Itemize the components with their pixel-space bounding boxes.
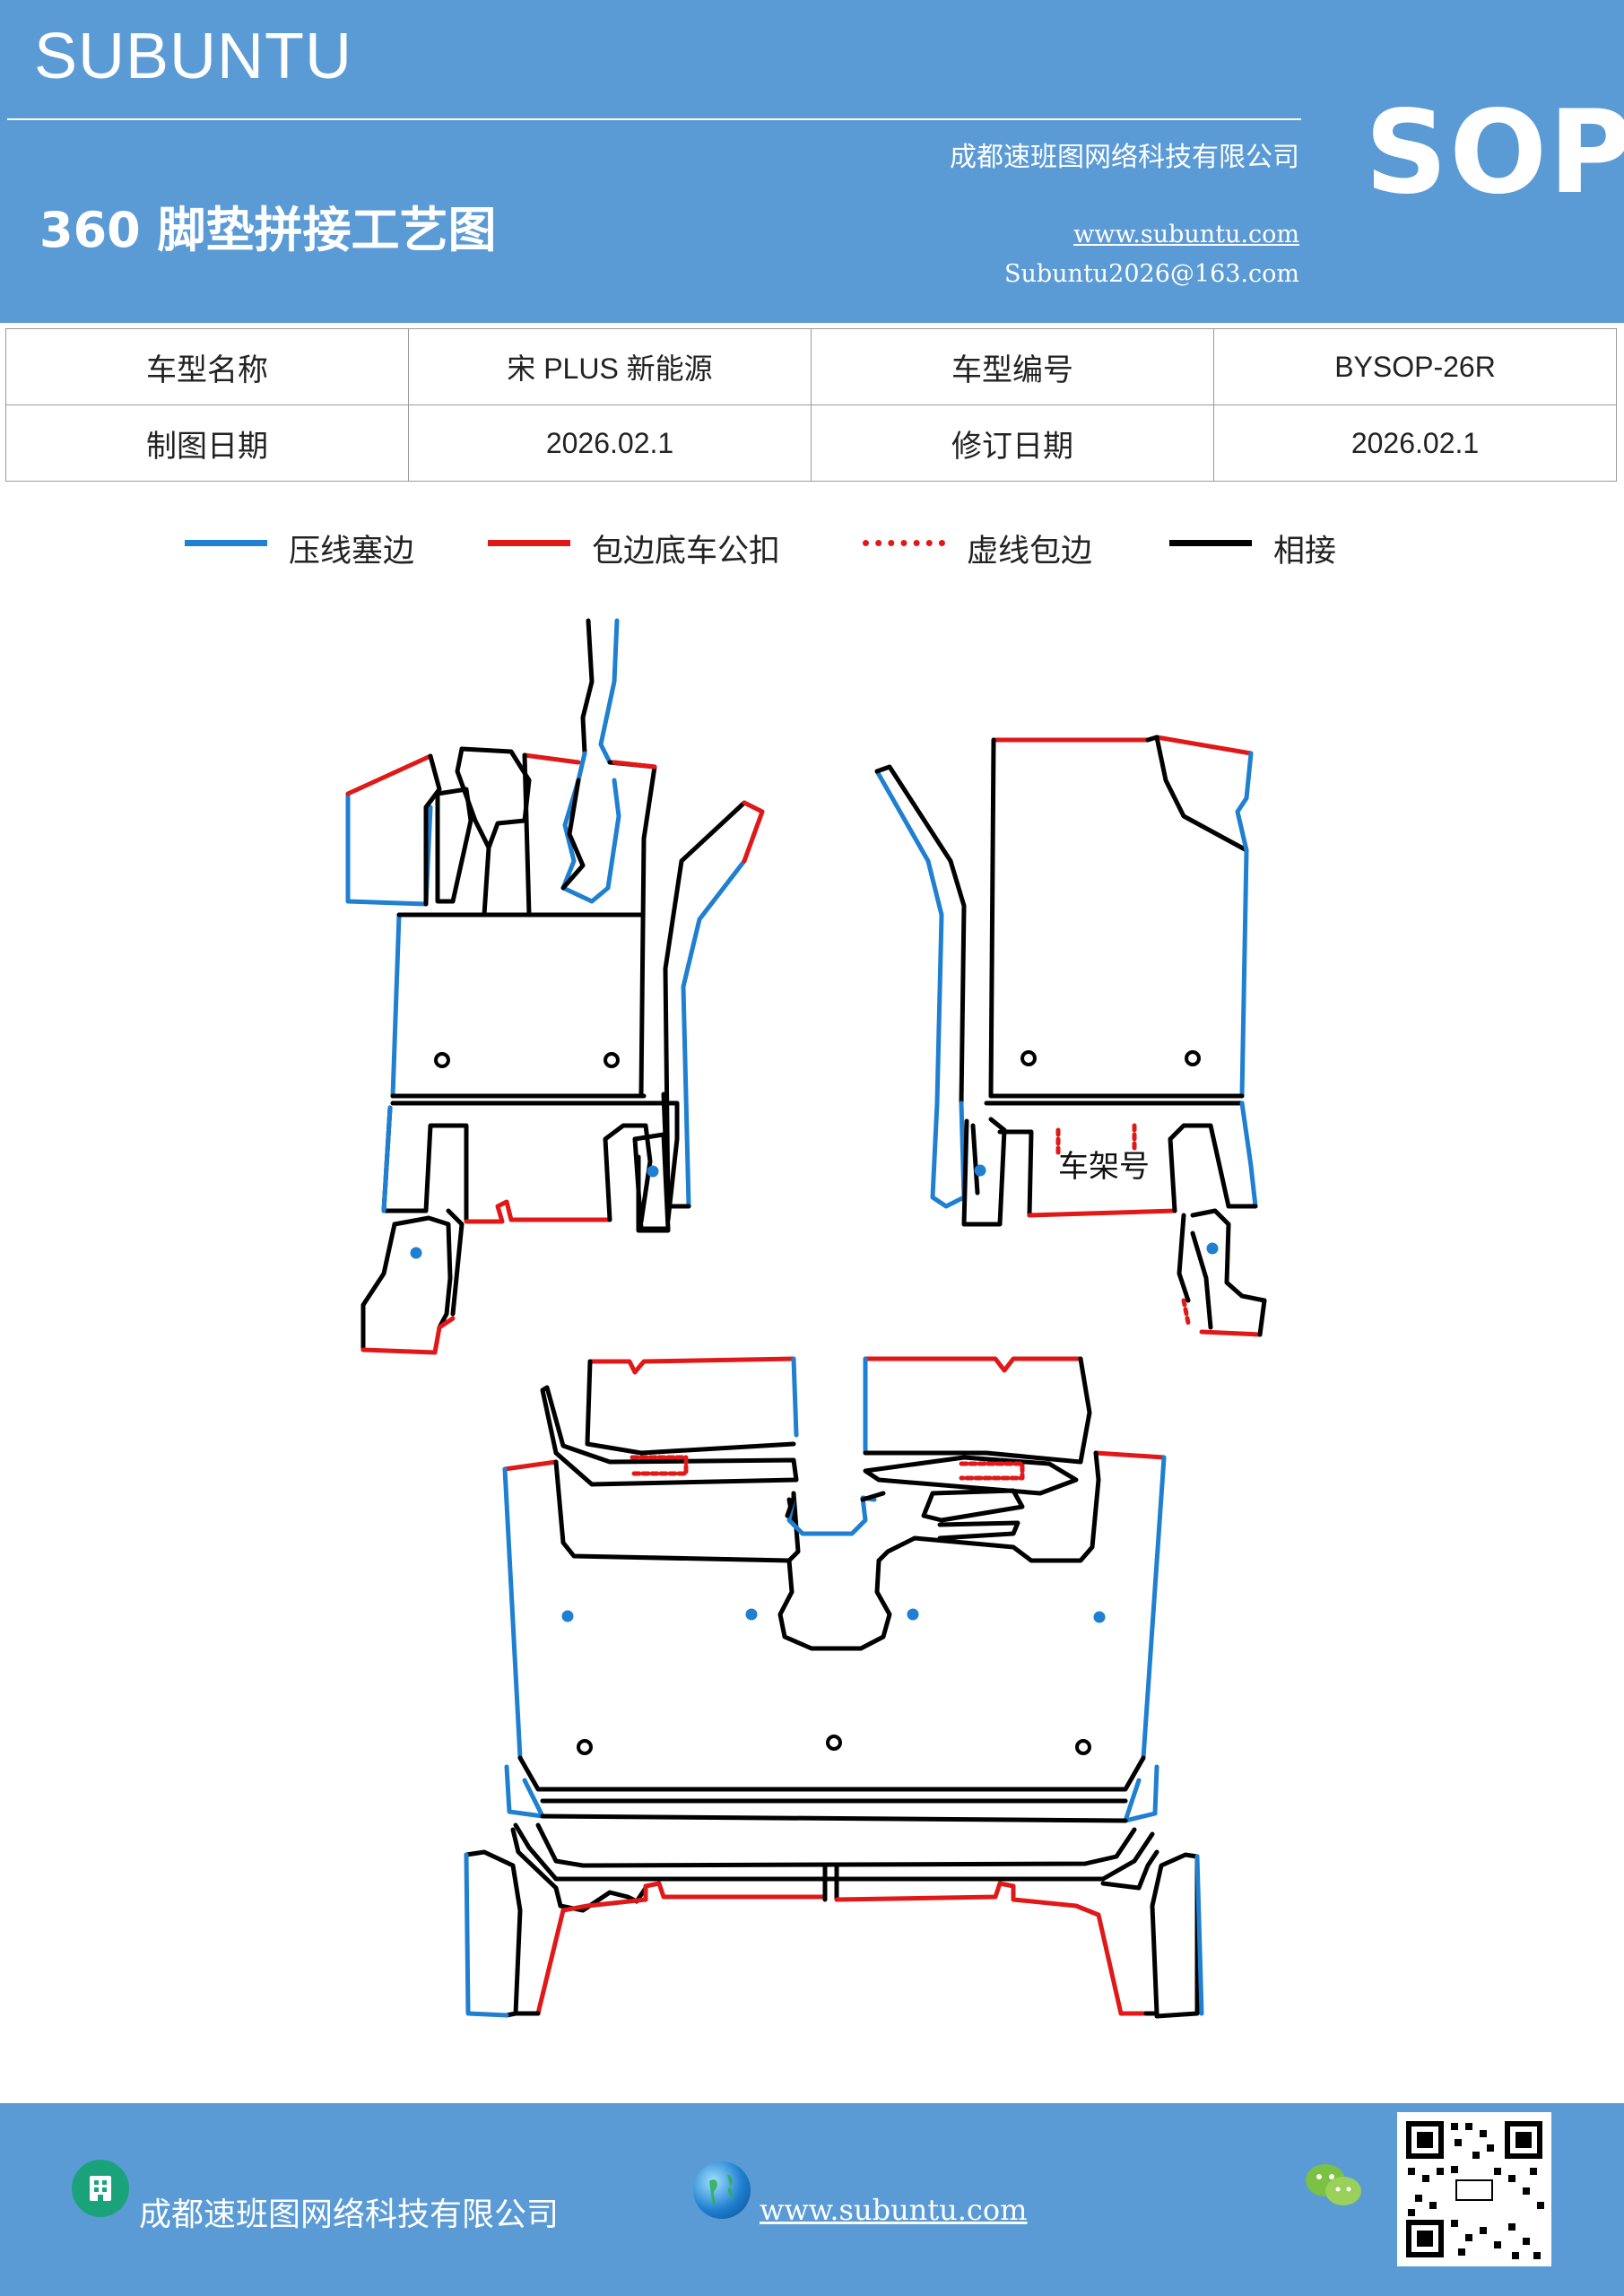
legend-swatch [488, 540, 570, 546]
footer-company: 成都速班图网络科技有限公司 [139, 2196, 560, 2233]
table-cell: BYSOP-26R [1213, 328, 1617, 405]
legend-label: 压线塞边 [289, 534, 415, 570]
table-row: 车型名称 宋 PLUS 新能源 车型编号 BYSOP-26R [5, 328, 1617, 405]
table-cell: 车型名称 [5, 328, 409, 405]
frame-number-label: 车架号 [1058, 1149, 1150, 1185]
footer-website-link[interactable]: www.subuntu.com [760, 2193, 1028, 2227]
line-legend: 压线塞边 包边底车公扣 虚线包边 相接 [0, 520, 1624, 574]
table-cell: 修订日期 [811, 404, 1214, 482]
legend-label: 包边底车公扣 [592, 534, 781, 570]
brand-name: SUBUNTU [34, 21, 353, 92]
driver-mat [345, 618, 765, 1355]
table-cell: 2026.02.1 [408, 404, 812, 482]
website-link[interactable]: www.subuntu.com [1073, 221, 1299, 248]
building-icon [72, 2160, 129, 2217]
table-cell: 宋 PLUS 新能源 [408, 328, 812, 405]
legend-label: 相接 [1273, 534, 1337, 570]
legend-label: 虚线包边 [967, 534, 1093, 570]
table-cell: 制图日期 [5, 404, 409, 482]
legend-swatch [1169, 540, 1252, 546]
wechat-icon [1302, 2159, 1365, 2213]
company-name: 成都速班图网络科技有限公司 [950, 142, 1299, 173]
table-row: 制图日期 2026.02.1 修订日期 2026.02.1 [5, 404, 1617, 482]
passenger-mat [874, 735, 1267, 1337]
rear-mat [464, 1356, 1204, 2019]
document-title: 360 脚垫拼接工艺图 [39, 202, 497, 258]
footer: 成都速班图网络科技有限公司 www.subuntu.com [0, 2103, 1624, 2296]
legend-swatch [185, 540, 267, 546]
header: SUBUNTU 成都速班图网络科技有限公司 360 脚垫拼接工艺图 www.su… [0, 0, 1624, 323]
floor-mat-diagram: 车架号 [345, 618, 1267, 2019]
vehicle-info-table: 车型名称 宋 PLUS 新能源 车型编号 BYSOP-26R 制图日期 2026… [5, 328, 1617, 482]
header-divider [7, 118, 1301, 120]
email-address: Subuntu2026@163.com [1004, 260, 1299, 288]
globe-icon [693, 2161, 751, 2219]
qr-code[interactable] [1397, 2112, 1551, 2266]
legend-swatch [863, 540, 945, 546]
table-cell: 车型编号 [811, 328, 1214, 405]
sop-badge: SOP [1365, 86, 1624, 220]
table-cell: 2026.02.1 [1213, 404, 1617, 482]
